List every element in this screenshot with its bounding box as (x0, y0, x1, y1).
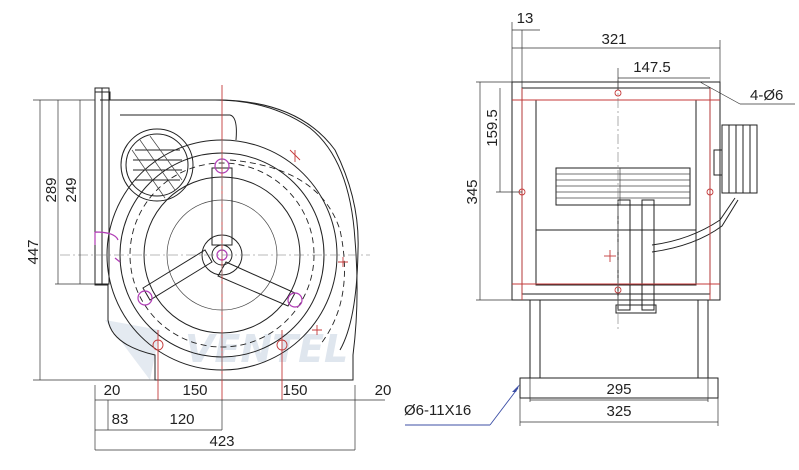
dim-width-321: 321 (601, 31, 626, 48)
dim-base-150-left: 150 (182, 382, 207, 399)
dim-top-13: 13 (517, 10, 534, 27)
motor-side-icon (713, 124, 758, 194)
dim-height-289: 289 (43, 177, 60, 202)
watermark-text: VENTEL (185, 327, 348, 371)
dim-width-total: 423 (209, 433, 234, 450)
dim-base-295: 295 (606, 381, 631, 398)
dim-base-20-left: 20 (104, 382, 121, 399)
slot-callout: Ø6-11X16 (404, 384, 520, 426)
dim-base-325: 325 (606, 403, 631, 420)
watermark: VENTEL (105, 320, 348, 380)
dim-holes: 4-Ø6 (750, 87, 783, 104)
dim-height-249: 249 (63, 177, 80, 202)
front-view: 13 321 147.5 4-Ø6 345 159.5 295 325 Ø6-1… (404, 10, 795, 426)
dim-base-120: 120 (169, 411, 194, 428)
dim-height-345: 345 (464, 179, 481, 204)
side-view: 447 289 249 20 150 150 20 83 120 423 (25, 85, 392, 451)
dim-slot: Ø6-11X16 (404, 402, 471, 419)
dim-height-159-5: 159.5 (484, 109, 501, 147)
impeller-grille (555, 167, 691, 206)
dim-height-total: 447 (25, 239, 42, 264)
dim-base-150-right: 150 (282, 382, 307, 399)
dim-base-83: 83 (112, 411, 129, 428)
dim-base-20-right: 20 (375, 382, 392, 399)
dim-width-147-5: 147.5 (633, 59, 671, 76)
motor-icon (120, 128, 194, 202)
